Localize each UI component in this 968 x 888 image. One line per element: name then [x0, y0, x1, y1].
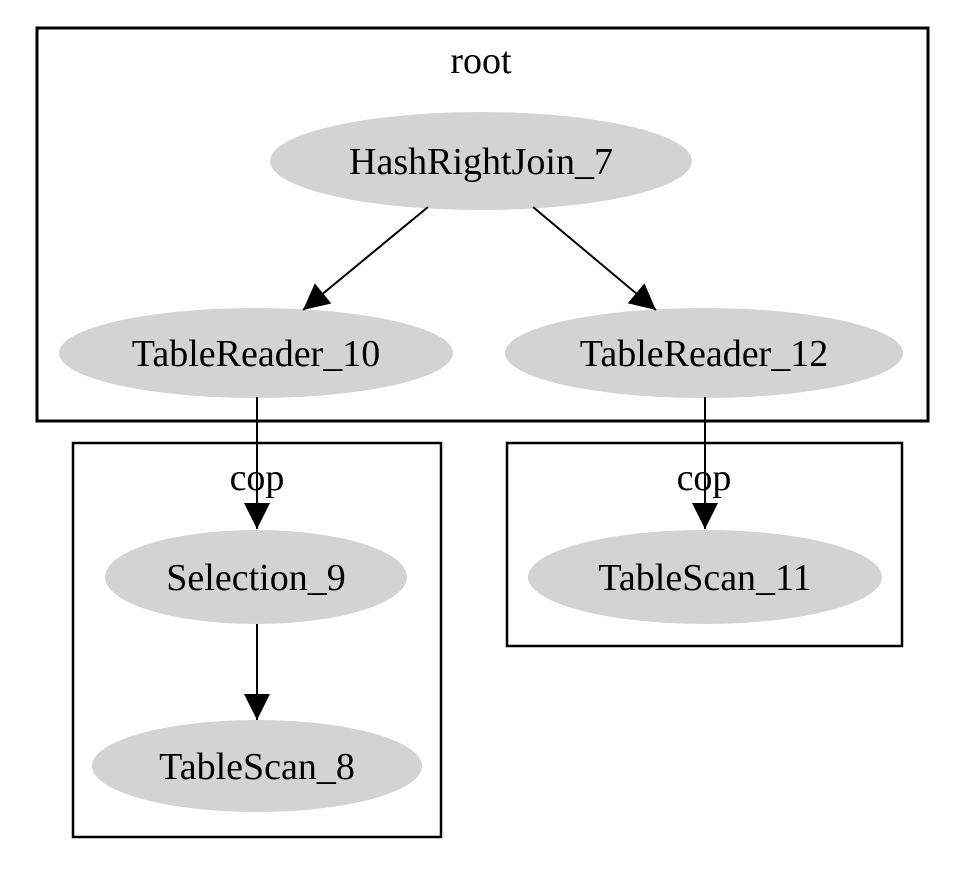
- node-ellipse-tablescan-8: [92, 720, 422, 812]
- edge-hashrightjoin-7-to-tablereader-10: [302, 206, 429, 311]
- node-ellipse-tablereader-10: [59, 308, 453, 398]
- cluster-label-root: root: [450, 40, 512, 82]
- cluster-box-root: [35, 26, 930, 423]
- edge-hashrightjoin-7-to-tablereader-12: [532, 206, 657, 311]
- node-ellipse-hashrightjoin-7: [270, 112, 692, 210]
- node-label-tablescan-8: TableScan_8: [159, 746, 355, 788]
- node-label-tablereader-12: TableReader_12: [580, 333, 828, 375]
- node-ellipse-tablescan-11: [528, 530, 882, 624]
- node-label-selection-9: Selection_9: [166, 557, 345, 599]
- node-label-hashrightjoin-7: HashRightJoin_7: [349, 141, 613, 183]
- node-ellipse-selection-9: [105, 530, 407, 624]
- node-label-tablereader-10: TableReader_10: [132, 333, 380, 375]
- node-label-tablescan-11: TableScan_11: [598, 557, 811, 599]
- node-ellipse-tablereader-12: [505, 308, 903, 398]
